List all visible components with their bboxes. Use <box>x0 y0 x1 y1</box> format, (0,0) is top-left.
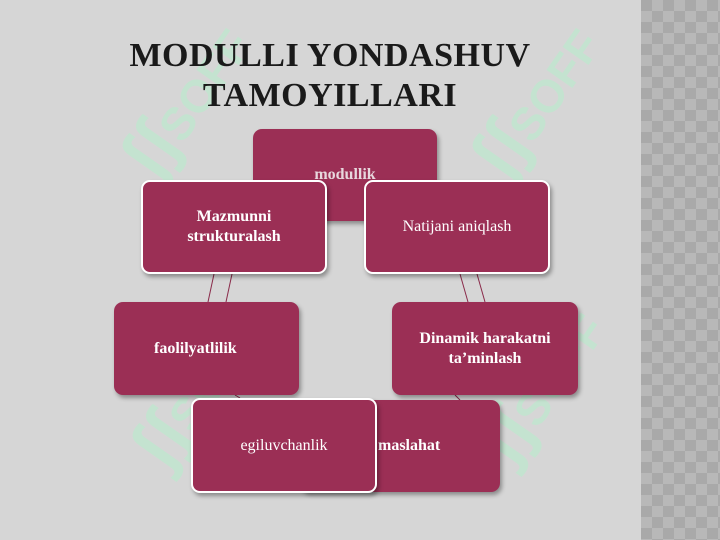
node-egiluvchanlik: egiluvchanlik <box>191 398 377 493</box>
node-faoliyatlilik: faolilyatlilik <box>114 302 299 395</box>
slide-title-line2: TAMOYILLARI <box>202 77 458 114</box>
node-mazmunni-strukturalash: Mazmunni strukturalash <box>141 180 327 274</box>
connector-natija-dinamik-b <box>476 273 486 303</box>
slide-title-line1: MODULLI YONDASHUV <box>129 37 531 74</box>
node-dinamik-harakatni-taminlash: Dinamik harakatni ta’minlash <box>392 302 578 395</box>
node-natijani-aniqlash: Natijani aniqlash <box>364 180 550 274</box>
side-pattern-panel <box>641 0 720 540</box>
connector-natija-dinamik-a <box>459 273 469 303</box>
connector-mazmunni-faoliyat-a <box>207 273 215 303</box>
slide-title: MODULLI YONDASHUV TAMOYILLARI <box>60 36 600 116</box>
connector-mazmunni-faoliyat-b <box>225 273 233 303</box>
